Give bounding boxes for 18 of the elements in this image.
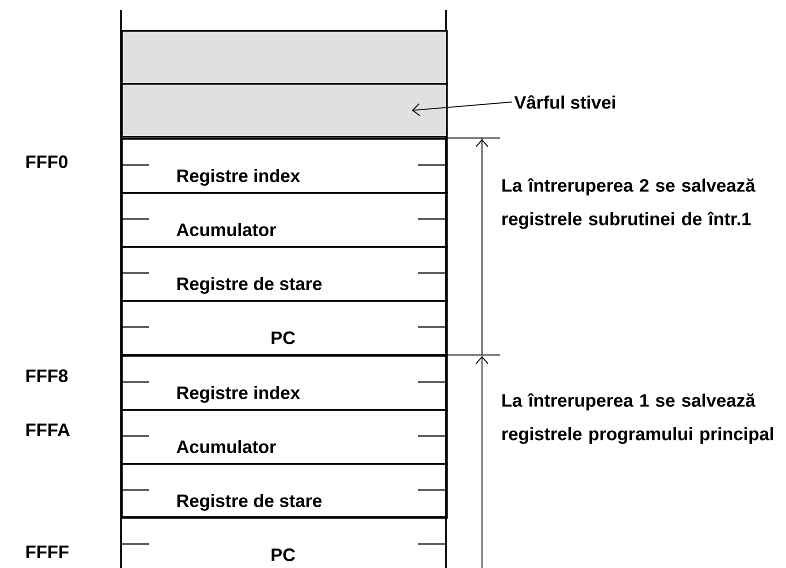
register-cell: PC [121,300,448,356]
register-cell: PC [121,516,446,562]
register-cell: Registre de stare [121,463,448,519]
register-cell: Registre de stare [121,246,448,302]
register-cell: Acumulator [121,409,448,465]
note-text: La întreruperea 1 se salvează registrele programului principal [502,393,773,444]
register-cell: Registre index [121,138,448,194]
stack-cell [121,30,448,85]
stack-cell [121,83,448,138]
note-text: La întreruperea 2 se salvează registrele subrutinei de într.1 [502,178,756,229]
address-label: FFF0 [26,155,68,168]
register-cell: Acumulator [121,192,448,248]
register-cell: Registre index [121,355,448,411]
address-label: FFFA [26,424,70,436]
pointer-label: Vârful stivei [514,95,615,109]
arrow [412,102,512,116]
address-label: FFFF [26,546,69,558]
address-label: FFF8 [26,369,68,382]
